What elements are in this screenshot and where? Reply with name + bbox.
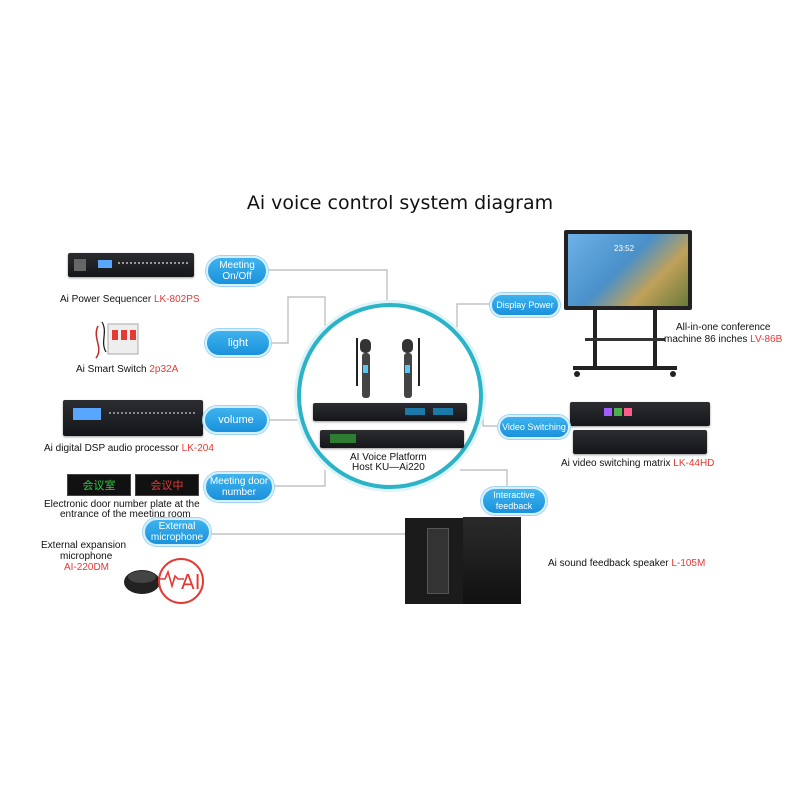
smart-switch-model: 2p32A — [149, 364, 179, 375]
speaker-back — [405, 518, 465, 604]
pill-display-power: Display Power — [490, 293, 560, 317]
ext-mic-label-line2: microphone — [60, 551, 113, 562]
pill-external-microphone: External microphone — [143, 518, 211, 546]
video-matrix-device — [570, 402, 710, 426]
pill-light: light — [205, 329, 271, 357]
display-label-line1: All-in-one conference — [676, 322, 771, 333]
display-label-line2: machine 86 inches — [664, 334, 751, 345]
host-label-line2: Host KU—Ai220 — [352, 462, 425, 473]
matrix-name: Ai video switching matrix — [561, 458, 674, 469]
power-sequencer-model: LK-802PS — [153, 294, 200, 305]
display-clock: 23:52 — [614, 244, 635, 253]
host-controller-unit — [320, 430, 464, 448]
dsp-model: LK-204 — [181, 443, 214, 454]
power-sequencer-device — [68, 253, 194, 277]
door-plate-meeting-room: 会议室 — [67, 474, 131, 496]
ext-mic-label-line1: External expansion — [41, 540, 127, 551]
wireless-microphones — [356, 338, 420, 398]
smart-switch-device — [95, 321, 139, 359]
door-plate-label-line1: Electronic door number plate at the — [44, 499, 200, 510]
pill-video-switching: Video Switching — [498, 415, 570, 439]
matrix-model: LK-44HD — [673, 458, 715, 469]
pill-meeting-onoff: Meeting On/Off — [206, 256, 268, 286]
speaker-name: Ai sound feedback speaker — [548, 558, 672, 569]
pill-door-number: Meeting door number — [204, 472, 274, 502]
speaker-front — [463, 517, 521, 604]
door-plate-label-line2: entrance of the meeting room — [60, 509, 191, 520]
display-model: LV-86B — [750, 334, 783, 345]
ai-logo-circle — [158, 558, 204, 604]
host-circle — [297, 303, 483, 489]
waveform-icon — [160, 569, 184, 589]
video-matrix-backpanel — [573, 430, 707, 454]
power-sequencer-name: Ai Power Sequencer — [60, 294, 154, 305]
display-stand — [573, 310, 677, 377]
ext-mic-device — [124, 570, 160, 594]
speaker-model: L-105M — [671, 558, 706, 569]
ext-mic-model: AI-220DM — [64, 562, 110, 573]
host-receiver-unit — [313, 403, 467, 421]
pill-volume: volume — [203, 406, 269, 434]
host-label-line1: AI Voice Platform — [350, 452, 427, 463]
display-screen: 23:52 — [564, 230, 692, 310]
dsp-processor-device — [63, 400, 203, 436]
smart-switch-name: Ai Smart Switch — [76, 364, 150, 375]
dsp-name: Ai digital DSP audio processor — [44, 443, 182, 454]
pill-interactive-feedback: Interactive feedback — [481, 487, 547, 515]
diagram-title: Ai voice control system diagram — [246, 192, 554, 214]
ai-logo-text: AI — [181, 570, 201, 594]
door-plate-in-meeting: 会议中 — [135, 474, 199, 496]
